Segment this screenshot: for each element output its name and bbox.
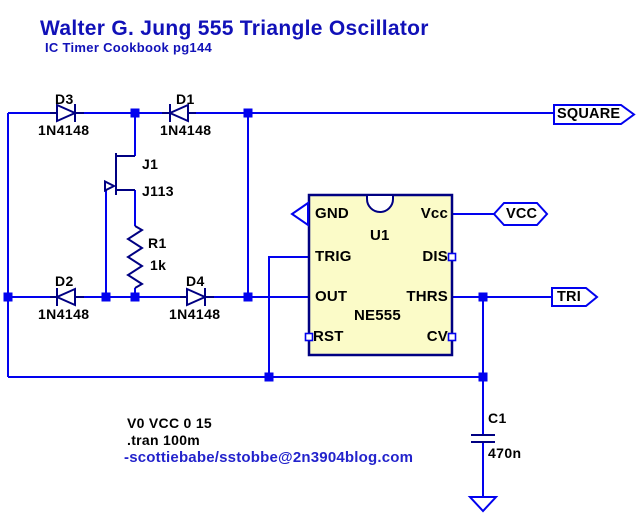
rst-open-pin [304,332,314,342]
diode-d4-symbol[interactable] [180,287,214,307]
tri-flag-label[interactable]: TRI [557,289,581,305]
vcc-flag-label[interactable]: VCC [506,206,538,222]
d2-ref-label[interactable]: D2 [55,273,74,289]
j1-value-label[interactable]: J113 [142,183,174,199]
j1-ref-label[interactable]: J1 [142,156,159,172]
square-flag-label[interactable]: SQUARE [557,106,621,122]
ground-icon[interactable] [467,496,499,513]
schematic-title: Walter G. Jung 555 Triangle Oscillator [40,17,429,40]
pin-label-gnd: GND [315,205,349,222]
pin-label-thrs: THRS [406,288,448,305]
diode-triangle [167,103,189,123]
diode-triangle [54,287,76,307]
dis-open-pin [447,252,457,262]
d4-ref-label[interactable]: D4 [186,273,205,289]
capacitor-c1-symbol[interactable] [471,434,495,443]
u1-ref-label[interactable]: U1 [370,227,390,244]
gnd-port-arrow-icon[interactable] [290,201,309,227]
d3-value-label[interactable]: 1N4148 [38,122,90,138]
cv-open-pin [447,332,457,342]
d2-value-label[interactable]: 1N4148 [38,306,90,322]
jfet-j1-symbol[interactable] [104,153,135,195]
pin-label-dis: DIS [422,248,448,265]
resistor-r1-symbol[interactable] [126,225,144,289]
pin-label-cv: CV [426,328,448,345]
r1-ref-label[interactable]: R1 [148,235,167,251]
pin-label-rst: RST [313,328,344,345]
r1-value-label[interactable]: 1k [150,257,167,273]
jfet-gate-arrow [104,179,117,193]
d4-value-label[interactable]: 1N4148 [169,306,221,322]
wire-net[interactable] [7,112,554,498]
pin-label-trig: TRIG [315,248,352,265]
ic-notch [366,194,394,213]
pin-label-out: OUT [315,288,348,305]
ic-u1-symbol[interactable] [307,193,454,357]
spice-directive-source[interactable]: V0 VCC 0 15 [127,415,213,431]
diode-d2-symbol[interactable] [50,287,84,307]
credit-text: -scottiebabe/sstobbe@2n3904blog.com [124,449,414,466]
u1-value-label[interactable]: NE555 [354,307,401,324]
diode-triangle [56,103,78,123]
d1-value-label[interactable]: 1N4148 [160,122,212,138]
open-pin-markers [304,252,457,342]
schematic-subtitle: IC Timer Cookbook pg144 [45,40,213,55]
c1-value-label[interactable]: 470n [488,445,522,461]
vcc-flag-shape[interactable] [492,202,549,226]
diode-triangle [186,287,208,307]
diode-d1-symbol[interactable] [162,103,196,123]
spice-directive-analysis[interactable]: .tran 100m [127,432,201,448]
square-flag-shape[interactable] [553,104,636,125]
junction-dots [3,108,488,382]
diode-d3-symbol[interactable] [50,103,84,123]
d1-ref-label[interactable]: D1 [176,91,195,107]
c1-ref-label[interactable]: C1 [488,410,507,426]
tri-flag-shape[interactable] [551,287,599,307]
ic-body [307,193,454,357]
pin-label-vcc: Vcc [420,205,448,222]
d3-ref-label[interactable]: D3 [55,91,74,107]
